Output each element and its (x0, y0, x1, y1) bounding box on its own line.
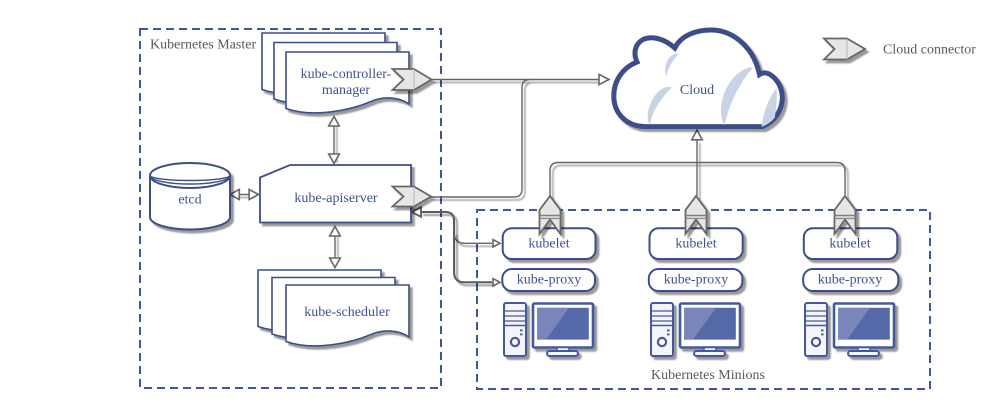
svg-text:etcd: etcd (178, 193, 201, 208)
svg-text:kubelet: kubelet (829, 237, 870, 252)
svg-text:kubelet: kubelet (675, 237, 716, 252)
svg-text:manager: manager (322, 83, 371, 98)
svg-text:Cloud: Cloud (680, 83, 714, 98)
svg-text:Kubernetes Master: Kubernetes Master (150, 37, 256, 52)
svg-text:Kubernetes Minions: Kubernetes Minions (651, 368, 765, 383)
svg-text:kube-scheduler: kube-scheduler (304, 305, 390, 320)
svg-text:kube-controller-: kube-controller- (301, 67, 392, 82)
svg-text:kube-proxy: kube-proxy (664, 273, 729, 288)
svg-text:kube-proxy: kube-proxy (517, 273, 582, 288)
svg-text:Cloud connector: Cloud connector (883, 43, 976, 58)
svg-text:kube-apiserver: kube-apiserver (294, 191, 378, 206)
svg-text:kubelet: kubelet (528, 237, 569, 252)
svg-text:kube-proxy: kube-proxy (818, 273, 883, 288)
